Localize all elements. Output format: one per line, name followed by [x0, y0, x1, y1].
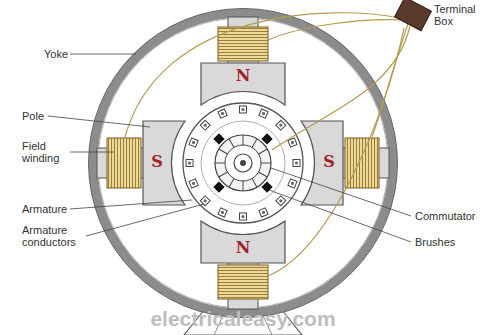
terminal-box [395, 0, 432, 31]
watermark: electricaleasy.com [150, 307, 335, 331]
brushes [213, 133, 272, 192]
part-label: Brushes [415, 236, 455, 248]
part-label: Yoke [44, 48, 68, 60]
part-label: Pole [22, 110, 44, 122]
armature-slots [186, 106, 300, 220]
pole-polarity-mark: N [234, 239, 253, 259]
part-label: Field winding [22, 140, 68, 164]
part-label: Armature conductors [22, 224, 84, 248]
yoke-ring [89, 9, 398, 318]
pole-polarity-mark: S [321, 153, 337, 173]
part-label: Commutator [415, 210, 476, 222]
part-label: Armature [22, 203, 67, 215]
pole-polarity-mark: N [234, 67, 253, 87]
pole-polarity-mark: S [149, 153, 165, 173]
part-label: Terminal Box [434, 3, 484, 27]
pole-letter: N [234, 239, 253, 257]
leader-lines [48, 54, 411, 242]
field-poles [97, 17, 389, 309]
pole-letter: N [234, 67, 253, 85]
commutator [215, 135, 271, 191]
pole-letter: S [321, 153, 337, 171]
field-wires [125, 13, 410, 276]
pole-letter: S [149, 153, 165, 171]
